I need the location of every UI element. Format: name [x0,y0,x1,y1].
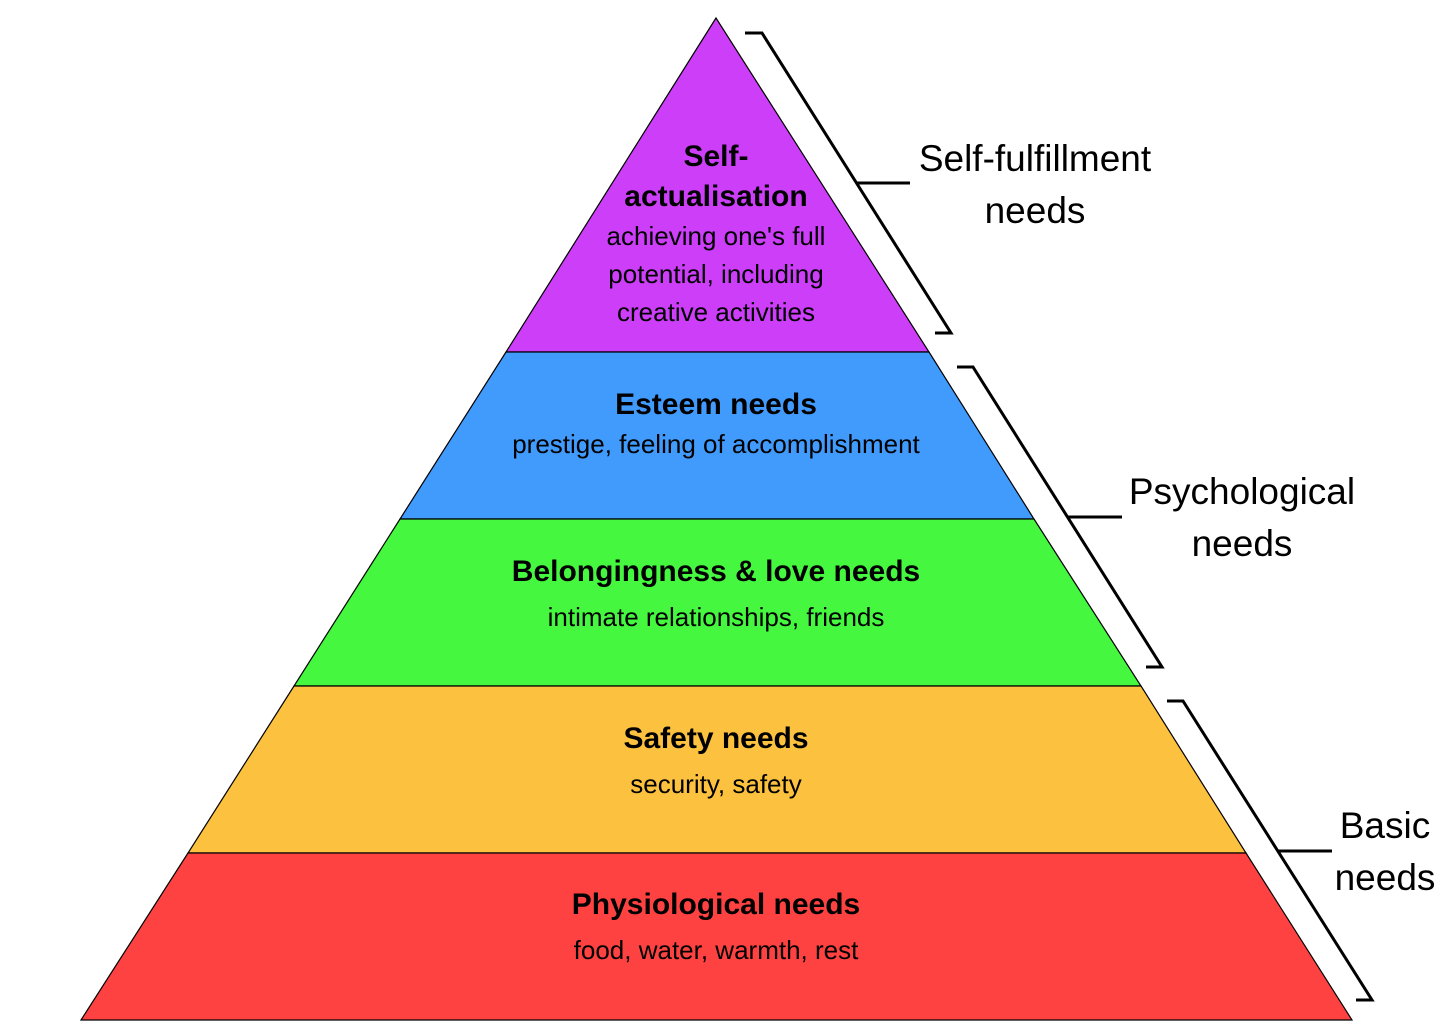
tier-title: Belongingness & love needs [511,555,921,588]
tier-esteem: Esteem needs prestige, feeling of accomp… [416,385,1016,463]
group-label-basic: Basic needs [1326,800,1444,904]
tier-description: security, safety [630,769,802,799]
tier-safety: Safety needs security, safety [416,719,1016,803]
group-label-line: needs [984,190,1086,231]
tier-physiological: Physiological needs food, water, warmth,… [416,885,1016,969]
tier-description: intimate relationships, friends [547,602,885,632]
tier-title: Self- [683,140,749,173]
tier-title: Esteem needs [615,388,817,421]
tier-description: food, water, warmth, rest [573,935,859,965]
group-label-line: Basic [1339,805,1431,846]
bracket-basic [1167,699,1375,1002]
tier-description: achieving one's full [606,221,826,251]
group-label-line: Self-fulfillment [918,138,1152,179]
group-label-line: needs [1334,857,1436,898]
group-label-self-fulfillment: Self-fulfillment needs [885,133,1185,237]
tier-title: Safety needs [623,722,809,755]
tier-description: prestige, feeling of accomplishment [512,429,920,459]
bracket-psychological [957,365,1165,669]
tier-self-actualisation: Self- actualisation achieving one's full… [556,137,876,331]
bracket-self-fulfillment [745,31,954,335]
group-label-line: Psychological [1128,471,1356,512]
tier-title: Physiological needs [571,888,861,921]
group-label-psychological: Psychological needs [1112,466,1372,570]
tier-description: creative activities [617,297,815,327]
tier-description: potential, including [608,259,824,289]
tier-shape-physiological [79,852,1354,1021]
group-label-line: needs [1191,523,1293,564]
tier-title: actualisation [624,180,808,213]
tier-belongingness: Belongingness & love needs intimate rela… [366,552,1066,636]
